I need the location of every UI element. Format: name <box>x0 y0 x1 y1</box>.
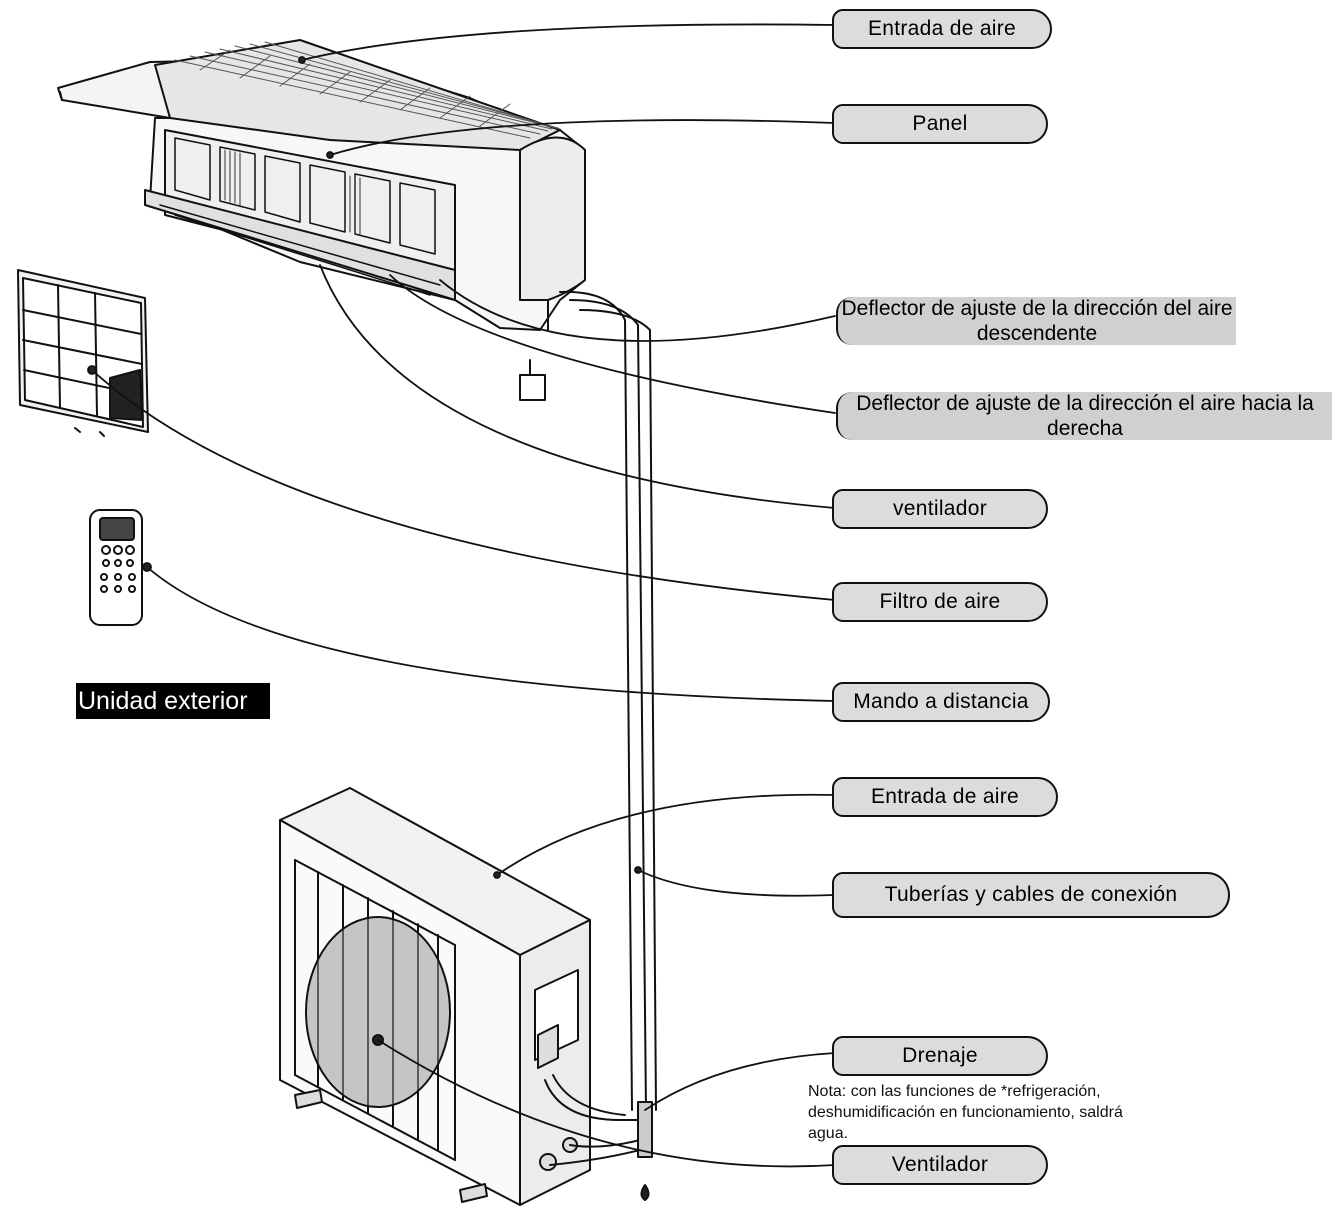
label-panel: Panel <box>832 104 1048 144</box>
connecting-pipes <box>559 290 657 1201</box>
indoor-unit <box>57 39 586 401</box>
outdoor-unit-heading: Unidad exterior <box>76 683 270 719</box>
label-filtro-aire: Filtro de aire <box>832 582 1048 622</box>
remote-control <box>89 509 143 626</box>
air-filter <box>17 269 149 437</box>
label-entrada-aire-bottom: Entrada de aire <box>832 777 1058 817</box>
outdoor-unit <box>279 787 641 1206</box>
label-deflector-descendente: Deflector de ajuste de la dirección del … <box>836 297 1236 345</box>
drain-note: Nota: con las funciones de *refrigeració… <box>808 1083 1123 1142</box>
label-mando-distancia: Mando a distancia <box>832 682 1050 722</box>
label-entrada-aire-top: Entrada de aire <box>832 9 1052 49</box>
label-ventilador-outdoor: Ventilador <box>832 1145 1048 1185</box>
label-ventilador-indoor: ventilador <box>832 489 1048 529</box>
label-tuberias: Tuberías y cables de conexión <box>832 872 1230 918</box>
label-deflector-derecha: Deflector de ajuste de la dirección el a… <box>836 392 1332 440</box>
label-drenaje: Drenaje <box>832 1036 1048 1076</box>
leader-lines <box>87 23 836 1168</box>
